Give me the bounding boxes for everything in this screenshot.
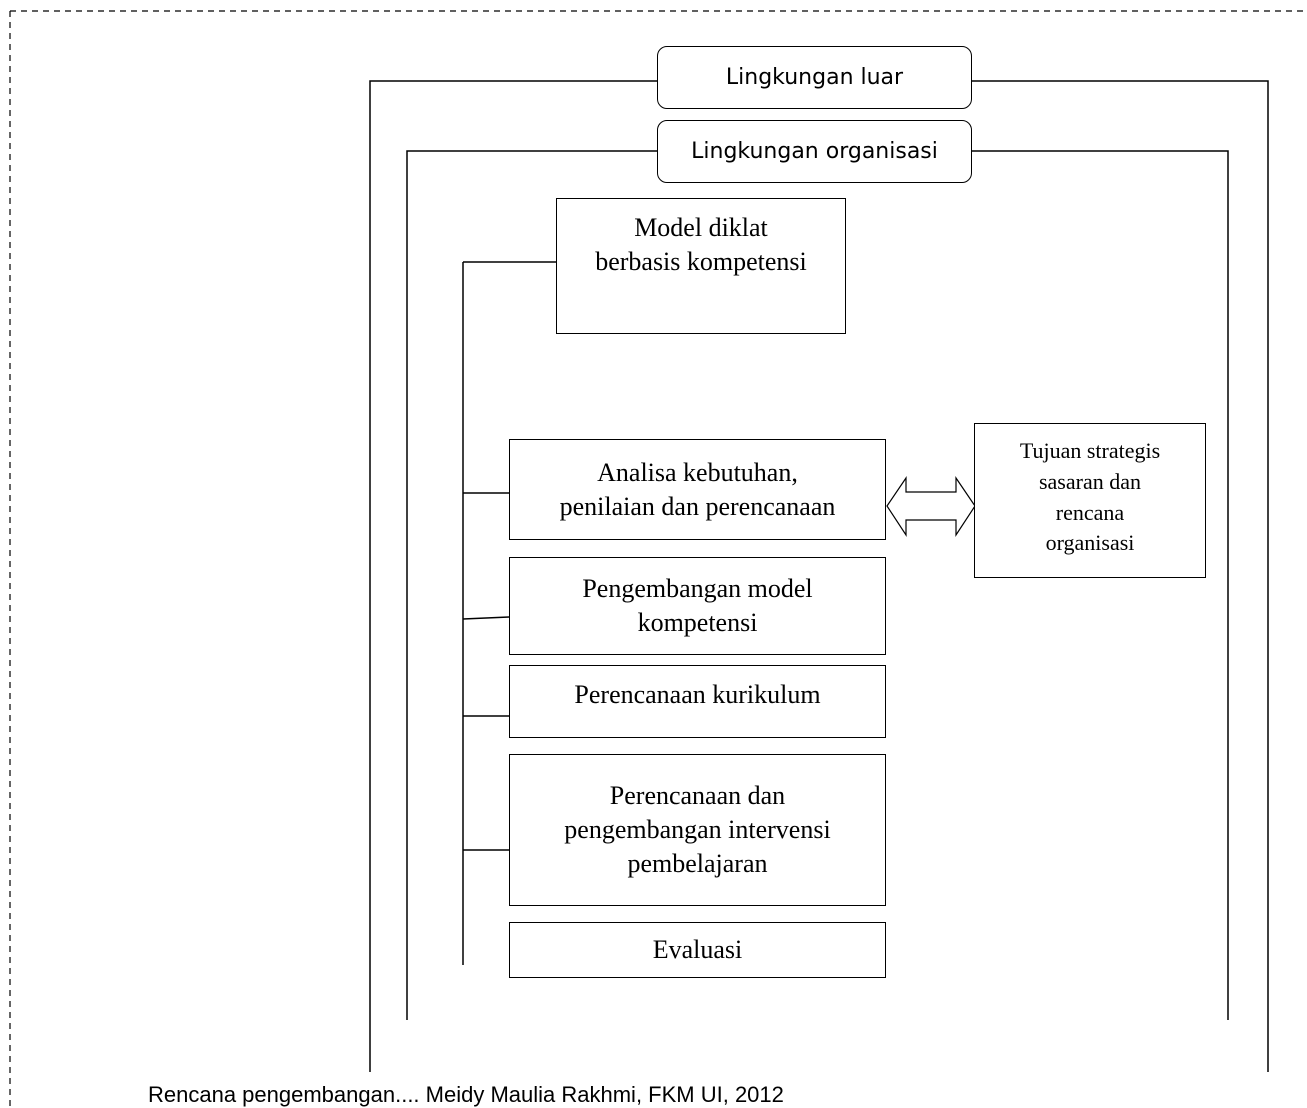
model-box: Model diklat berbasis kompetensi [556,198,846,334]
model-label: Model diklat berbasis kompetensi [595,213,807,276]
step-pengembangan-box: Pengembangan model kompetensi [509,557,886,655]
strategic-label: Tujuan strategis sasaran dan rencana org… [1019,438,1161,556]
step-analisa-label: Analisa kebutuhan, penilaian dan perenca… [559,457,836,521]
step-intervensi-box: Perencanaan dan pengembangan intervensi … [509,754,886,906]
step-kurikulum-label: Perencanaan kurikulum [574,680,821,709]
outer-env-frame [369,80,657,1072]
step-evaluasi-box: Evaluasi [509,922,886,978]
step-pengembangan-label: Pengembangan model kompetensi [582,574,813,637]
org-env-box: Lingkungan organisasi [657,120,972,183]
footer-citation: Rencana pengembangan.... Meidy Maulia Ra… [148,1082,784,1107]
outer-env-label: Lingkungan luar [725,65,904,90]
step-intervensi-label: Perencanaan dan pengembangan intervensi … [564,781,831,878]
step-evaluasi-label: Evaluasi [652,935,743,965]
org-env-label: Lingkungan organisasi [691,139,938,164]
org-env-frame-right [972,150,1229,1020]
outer-env-box: Lingkungan luar [657,46,972,109]
branch-pengembangan [462,616,510,620]
double-arrow [886,476,976,538]
outer-env-frame-right [972,80,1269,1072]
step-kurikulum-box: Perencanaan kurikulum [509,665,886,738]
org-env-frame [406,150,657,1020]
step-analisa-box: Analisa kebutuhan, penilaian dan perenca… [509,439,886,540]
strategic-box: Tujuan strategis sasaran dan rencana org… [974,423,1206,578]
